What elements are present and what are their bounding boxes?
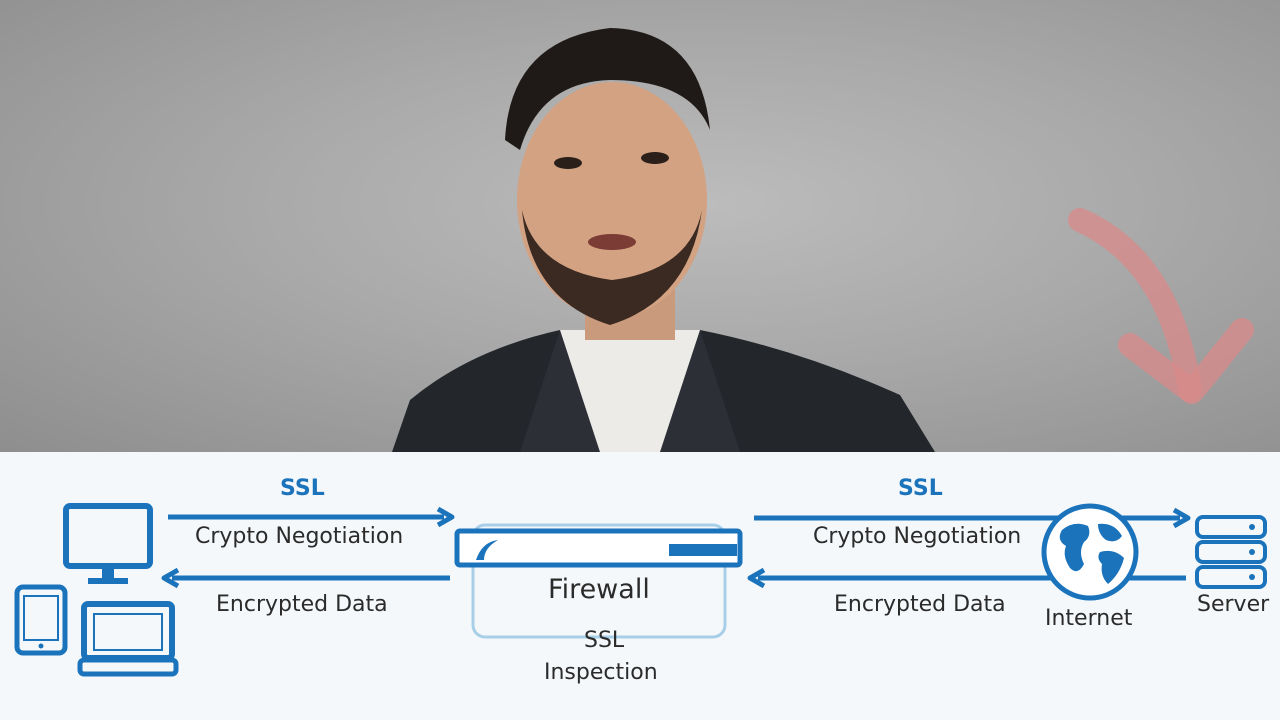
laptop-icon <box>77 601 179 677</box>
ssl-inspection-label-line2: Inspection <box>544 660 658 685</box>
firewall-label: Firewall <box>548 574 650 605</box>
internet-globe-icon <box>1041 503 1139 601</box>
right-crypto-negotiation-label: Crypto Negotiation <box>813 524 1022 549</box>
left-encrypted-data-label: Encrypted Data <box>216 592 388 617</box>
left-ssl-label: SSL <box>280 476 325 501</box>
firewall-appliance-icon <box>454 528 743 568</box>
presenter-image <box>392 28 935 452</box>
video-frame <box>0 0 1280 452</box>
server-stack-icon <box>1195 515 1267 589</box>
server-label: Server <box>1197 592 1270 617</box>
tablet-icon <box>14 584 68 656</box>
ssl-inspection-diagram: SSL Crypto Negotiation Encrypted Data Fi… <box>0 452 1280 720</box>
internet-label: Internet <box>1045 606 1133 631</box>
left-crypto-negotiation-label: Crypto Negotiation <box>195 524 404 549</box>
right-ssl-label: SSL <box>898 476 943 501</box>
ssl-inspection-box <box>471 523 727 639</box>
left-crypto-arrow <box>168 506 455 528</box>
ssl-inspection-label-line1: SSL <box>584 628 625 653</box>
desktop-monitor-icon <box>63 503 153 584</box>
left-encrypted-arrow <box>161 567 450 589</box>
right-encrypted-data-label: Encrypted Data <box>834 592 1006 617</box>
annotation-arrow-icon <box>1068 208 1254 404</box>
